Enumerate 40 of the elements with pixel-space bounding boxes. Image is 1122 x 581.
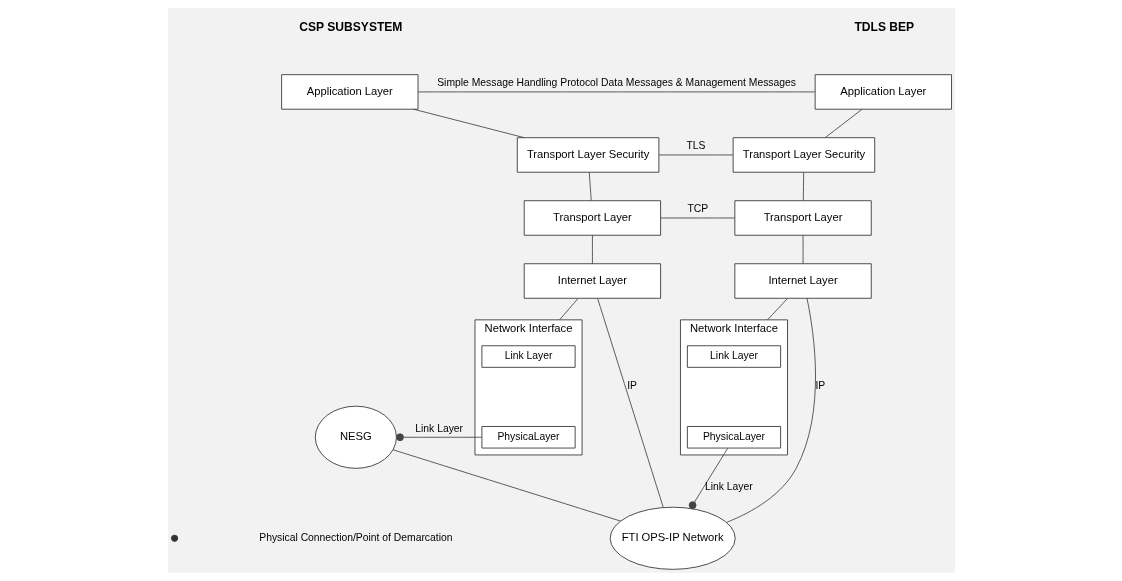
connector [395, 433, 482, 442]
connector [558, 298, 578, 321]
node-box: Link Layer [686, 345, 781, 368]
connector [688, 447, 728, 510]
edge-label: Link Layer [414, 422, 463, 434]
connector [802, 234, 803, 265]
edge-label: IP [814, 380, 825, 392]
connector [412, 108, 524, 139]
node-box: Internet Layer [733, 263, 872, 299]
edge-label: TCP [686, 203, 708, 215]
node-box: Transport Layer Security [732, 137, 875, 173]
node-box: Transport Layer [733, 200, 872, 236]
node-box: PhysicaLayer [480, 426, 576, 449]
connector [802, 171, 804, 202]
node-box: Transport Layer Security [516, 137, 659, 173]
node-box: Application Layer [814, 74, 952, 110]
node-box: Application Layer [280, 74, 418, 110]
connector [824, 108, 862, 139]
edge-label: TLS [686, 140, 705, 152]
connector [725, 297, 816, 523]
connector [659, 217, 735, 219]
connector [766, 298, 788, 321]
node-ellipse: FTI OPS-IP Network [609, 506, 736, 570]
connector [591, 234, 593, 265]
node-box: Link Layer [480, 345, 576, 368]
edge-label: IP [626, 380, 637, 392]
label: CSP SUBSYSTEM [298, 20, 402, 35]
connector [658, 154, 733, 156]
label: TDLS BEP [853, 20, 914, 35]
node-ellipse: NESG [314, 405, 397, 469]
edge-label: Link Layer [704, 481, 753, 493]
node-box: Transport Layer [523, 200, 661, 236]
connector [596, 298, 664, 508]
connector [392, 449, 621, 522]
connector [588, 171, 592, 202]
legend-label: Physical Connection/Point of Demarcation [258, 531, 452, 543]
node-box: PhysicaLayer [686, 426, 781, 449]
node-box: Internet Layer [523, 263, 661, 299]
connector [417, 91, 815, 93]
edge-label: Simple Message Handling Protocol Data Messages & Management Messages [436, 77, 796, 89]
